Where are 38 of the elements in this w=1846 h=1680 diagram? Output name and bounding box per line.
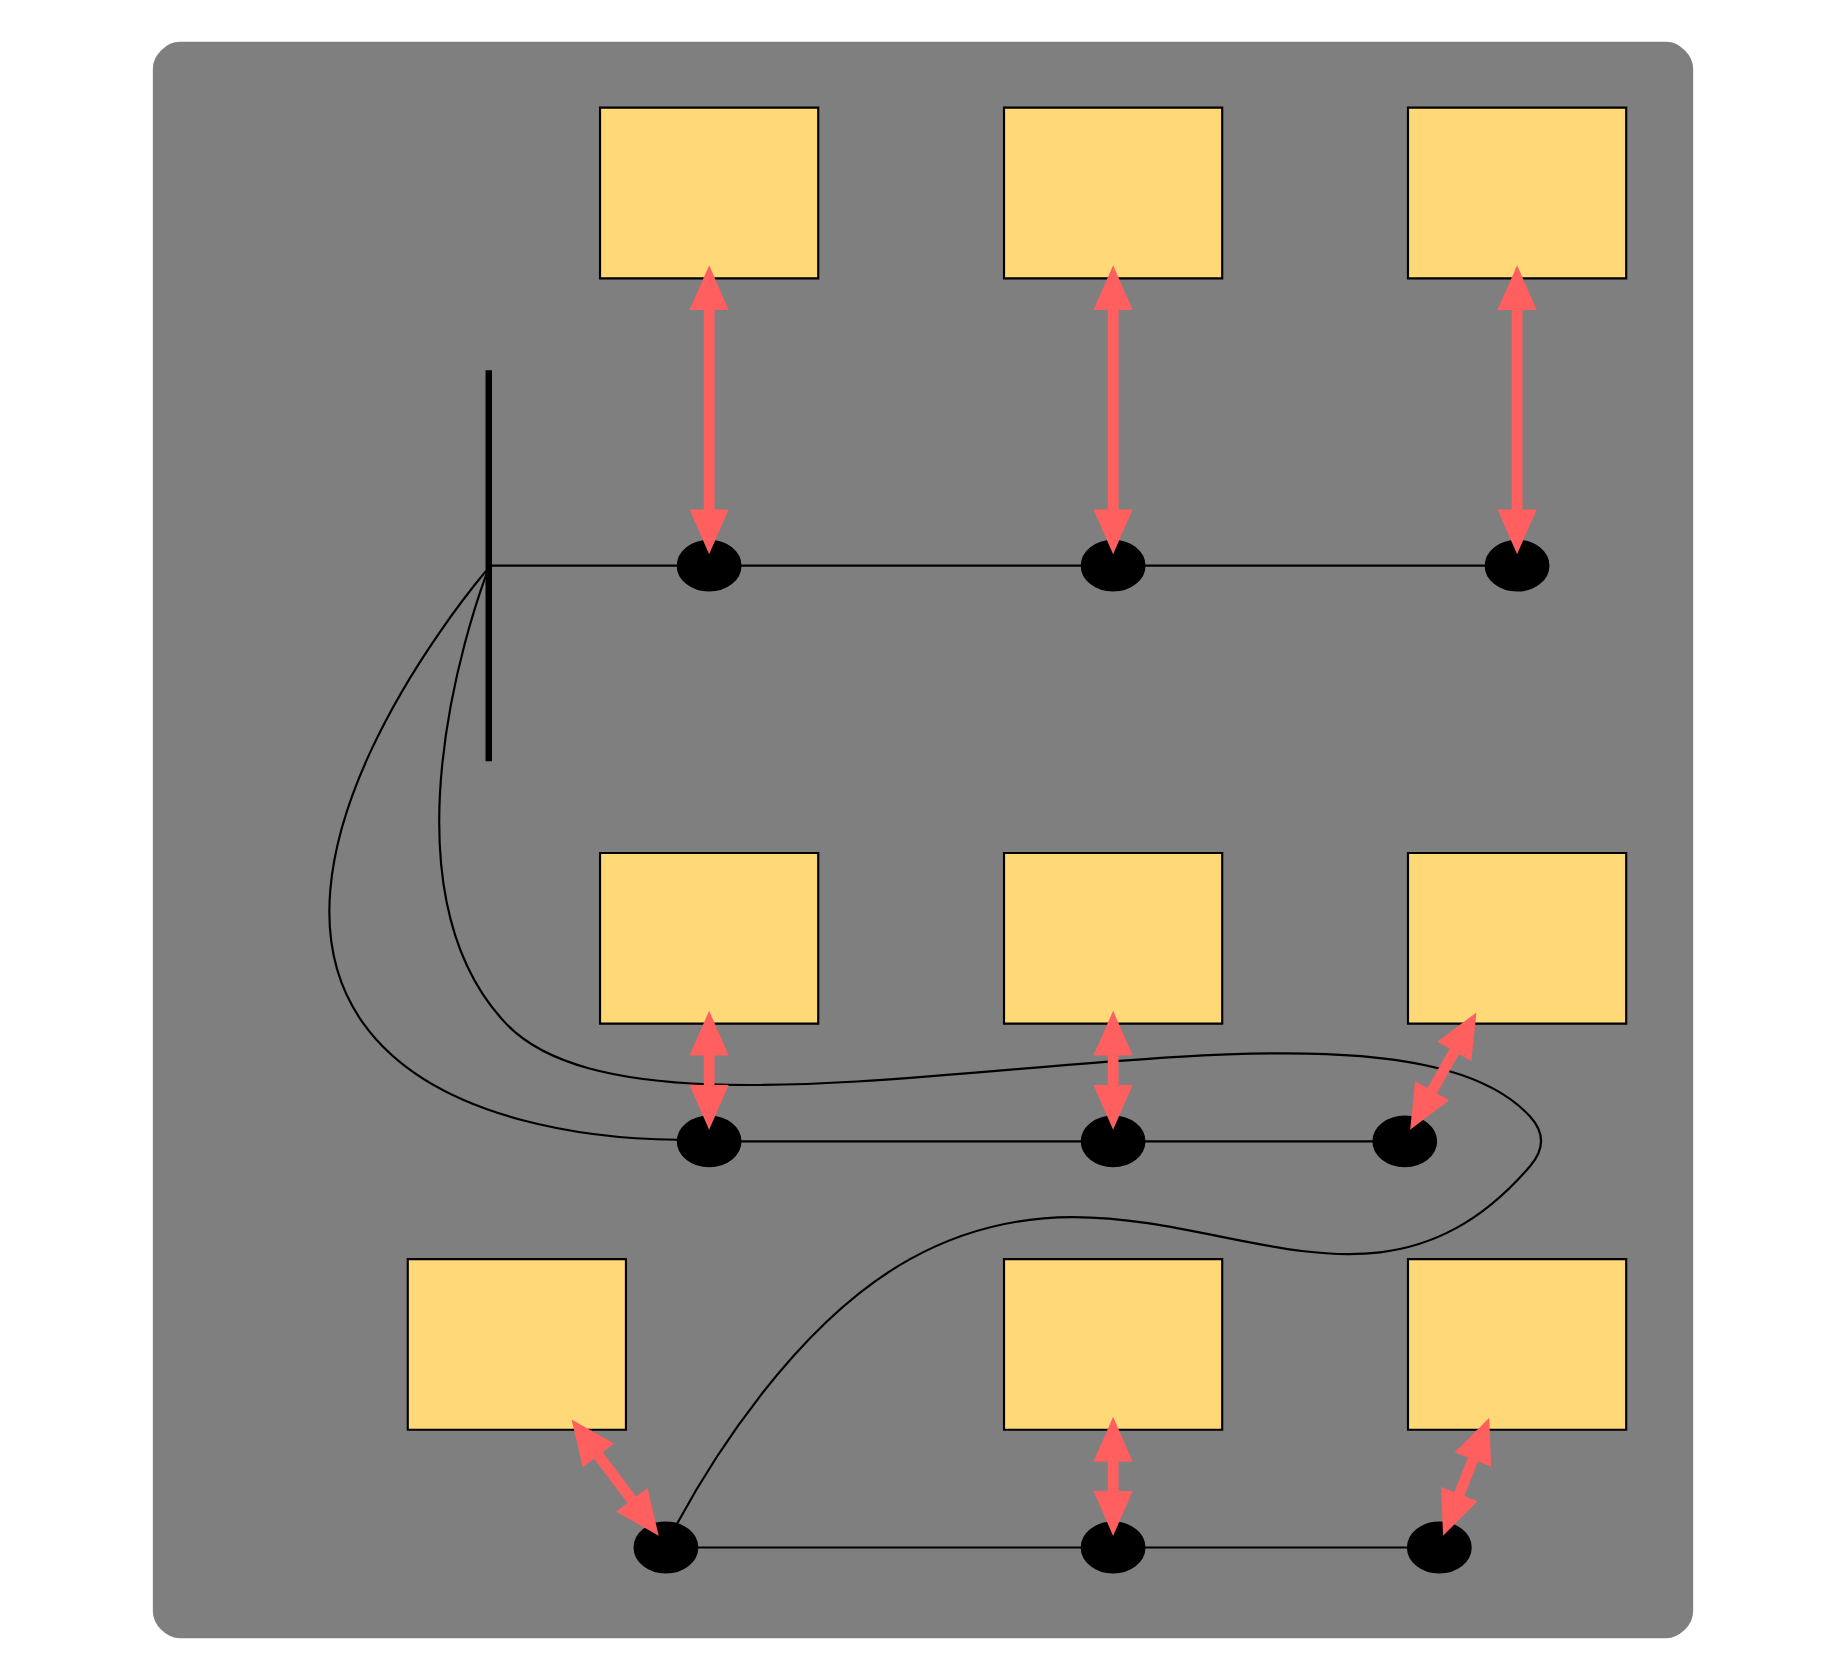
node-box — [1406, 106, 1628, 280]
node-box — [598, 851, 820, 1025]
node-bar — [485, 370, 492, 762]
node-box — [598, 106, 820, 280]
connector — [491, 564, 678, 567]
node-circle — [1406, 1521, 1472, 1574]
connector — [1144, 1546, 1408, 1549]
node-box — [1406, 851, 1628, 1025]
node-box — [1002, 1258, 1224, 1431]
node-box — [1406, 1258, 1628, 1431]
arrow — [1093, 1010, 1133, 1130]
connector — [740, 1140, 1082, 1143]
node-circle — [633, 1521, 699, 1574]
arrow — [689, 265, 729, 555]
arrow — [571, 1419, 659, 1536]
connector — [740, 564, 1082, 567]
cluster — [152, 41, 1694, 1639]
connector — [438, 573, 1542, 1525]
node-circle — [676, 539, 742, 592]
node-circle — [1372, 1115, 1438, 1168]
node-circle — [1080, 1521, 1146, 1574]
node-circle — [1080, 539, 1146, 592]
arrow — [1093, 1416, 1133, 1536]
node-circle — [1080, 1115, 1146, 1168]
node-circle — [1484, 539, 1550, 592]
connector — [329, 570, 678, 1141]
connector — [1144, 564, 1486, 567]
node-circle — [676, 1115, 742, 1168]
node-box — [1002, 851, 1224, 1025]
arrow — [1497, 265, 1537, 555]
arrow — [1441, 1417, 1492, 1536]
arrow — [1093, 265, 1133, 555]
connector — [697, 1546, 1082, 1549]
connector — [1144, 1140, 1374, 1143]
arrow — [689, 1010, 729, 1130]
arrow — [1410, 1012, 1477, 1130]
node-box — [1002, 106, 1224, 280]
node-box — [406, 1258, 628, 1431]
